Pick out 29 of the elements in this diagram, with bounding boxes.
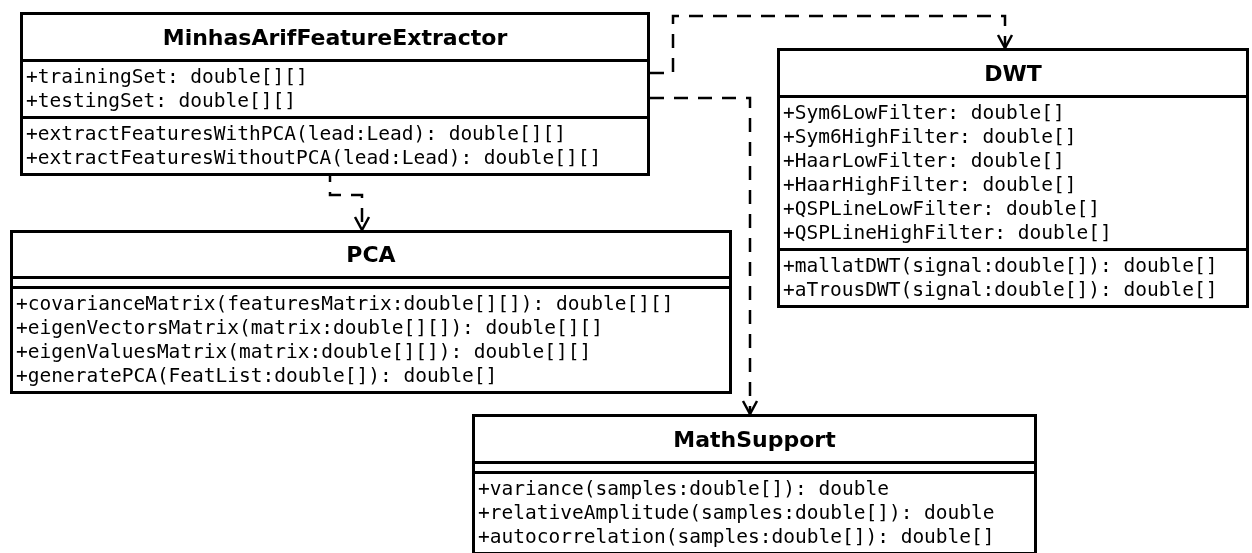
- method-text: +eigenValuesMatrix(matrix:double[][]): double[][]: [16, 340, 593, 364]
- dependency-arrow: [650, 14, 1014, 75]
- attribute-text: +testingSet: double[][]: [26, 89, 298, 113]
- method-text: +autocorrelation(samples:double[]): double[]: [478, 525, 996, 549]
- method-text: +relativeAmplitude(samples:double[]): double: [478, 501, 996, 525]
- class-name: DWT: [984, 60, 1042, 86]
- class-box: [20, 12, 650, 176]
- method-text: +generatePCA(FeatList:double[]): double[]: [16, 364, 499, 388]
- class-box: [472, 414, 1037, 553]
- dependency-arrow: [650, 96, 759, 416]
- attribute-text: +HaarLowFilter: double[]: [783, 149, 1066, 173]
- attribute-text: +QSPLineLowFilter: double[]: [783, 197, 1101, 221]
- class-name: PCA: [346, 242, 396, 267]
- method-text: +extractFeaturesWithPCA(lead:Lead): double[][]: [26, 122, 568, 146]
- attribute-text: +Sym6HighFilter: double[]: [783, 125, 1078, 149]
- method-text: +aTrousDWT(signal:double[]): double[]: [783, 278, 1219, 302]
- method-text: +extractFeaturesWithoutPCA(lead:Lead): double[][]: [26, 146, 603, 170]
- class-box: [777, 48, 1249, 308]
- method-text: +mallatDWT(signal:double[]): double[]: [783, 254, 1219, 278]
- method-text: +covarianceMatrix(featuresMatrix:double[][]): double[][]: [16, 292, 675, 316]
- class-name: MathSupport: [673, 426, 836, 452]
- class-box: [10, 230, 732, 394]
- class-name: MinhasArifFeatureExtractor: [162, 24, 508, 50]
- method-text: +eigenVectorsMatrix(matrix:double[][]): double[][]: [16, 316, 604, 340]
- attribute-text: +HaarHighFilter: double[]: [783, 173, 1078, 197]
- attribute-text: +QSPLineHighFilter: double[]: [783, 221, 1113, 245]
- method-text: +variance(samples:double[]): double: [478, 477, 890, 501]
- attribute-text: +trainingSet: double[][]: [26, 65, 309, 89]
- attribute-text: +Sym6LowFilter: double[]: [783, 101, 1066, 125]
